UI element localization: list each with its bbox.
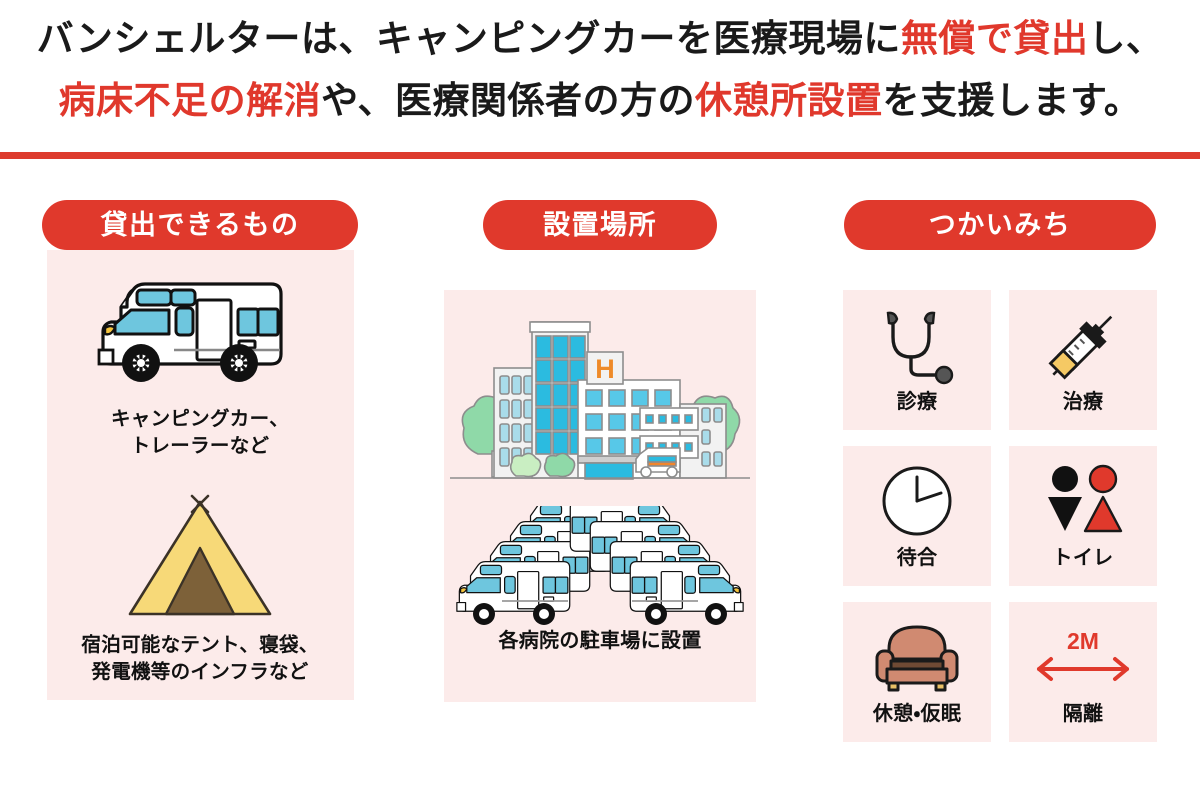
tile-rest-caption: 休憩・仮眠 <box>872 703 962 725</box>
tile-examination: 診療 <box>843 290 991 430</box>
restroom-icon <box>1037 458 1129 544</box>
headline-seg-1b-highlight: 無償で貸出 <box>900 18 1089 59</box>
stethoscope-icon <box>871 302 963 388</box>
section-header-location: 設置場所 <box>483 200 717 250</box>
tent-icon <box>100 486 300 626</box>
headline-line-1: バンシェルターは、キャンピングカーを医療現場に無償で貸出し、 <box>0 8 1200 70</box>
tile-examination-caption: 診療 <box>896 391 938 413</box>
section-header-lendable: 貸出できるもの <box>42 200 358 250</box>
card-tent: 宿泊可能なテント、寝袋、 発電機等のインフラなど <box>46 474 354 700</box>
headline: バンシェルターは、キャンピングカーを医療現場に無償で貸出し、 病床不足の解消や、… <box>0 8 1200 132</box>
columns-container: 貸出できるもの <box>0 200 1200 800</box>
column-lendable: 貸出できるもの <box>0 200 400 800</box>
headline-seg-2a-highlight: 病床不足の解消 <box>58 80 322 121</box>
horizontal-divider <box>0 152 1200 159</box>
tile-waiting: 待合 <box>843 446 991 586</box>
section-header-usage: つかいみち <box>844 200 1156 250</box>
tile-isolation: 2M 隔離 <box>1009 602 1157 742</box>
camper-van-icon <box>75 262 325 402</box>
tile-isolation-caption: 隔離 <box>1062 703 1104 725</box>
tile-waiting-caption: 待合 <box>896 547 938 569</box>
headline-seg-1c: し、 <box>1088 18 1164 59</box>
headline-line-2: 病床不足の解消や、医療関係者の方の休憩所設置を支援します。 <box>0 70 1200 132</box>
tile-rest: 休憩・仮眠 <box>843 602 991 742</box>
camper-fleet-icon <box>450 506 750 626</box>
tile-treatment: 治療 <box>1009 290 1157 430</box>
usage-tile-grid: 診療 <box>843 290 1157 742</box>
headline-seg-1a: バンシェルターは、キャンピングカーを医療現場に <box>36 18 901 59</box>
clock-icon <box>871 458 963 544</box>
card-hospital: H <box>444 290 756 702</box>
card-tent-caption: 宿泊可能なテント、寝袋、 発電機等のインフラなど <box>81 634 319 683</box>
svg-text:H: H <box>595 354 615 384</box>
tile-restroom: トイレ <box>1009 446 1157 586</box>
tile-treatment-caption: 治療 <box>1062 391 1104 413</box>
distance-arrow-icon: 2M <box>1029 614 1137 700</box>
card-hospital-caption: 各病院の駐車場に設置 <box>498 630 702 652</box>
card-camper-caption: キャンピングカー、 トレーラーなど <box>110 408 289 457</box>
tile-restroom-caption: トイレ <box>1052 547 1114 569</box>
syringe-icon <box>1037 302 1129 388</box>
distance-label: 2M <box>1067 628 1099 654</box>
headline-seg-2d: を支援します。 <box>882 80 1142 121</box>
card-camper: キャンピングカー、 トレーラーなど <box>46 250 354 474</box>
column-location: 設置場所 <box>400 200 800 800</box>
column-usage: つかいみち <box>800 200 1200 800</box>
headline-seg-2b: や、医療関係者の方の <box>321 80 696 121</box>
armchair-icon <box>867 614 967 700</box>
headline-seg-2c-highlight: 休憩所設置 <box>695 80 883 121</box>
hospital-complex-icon: H <box>450 296 750 506</box>
